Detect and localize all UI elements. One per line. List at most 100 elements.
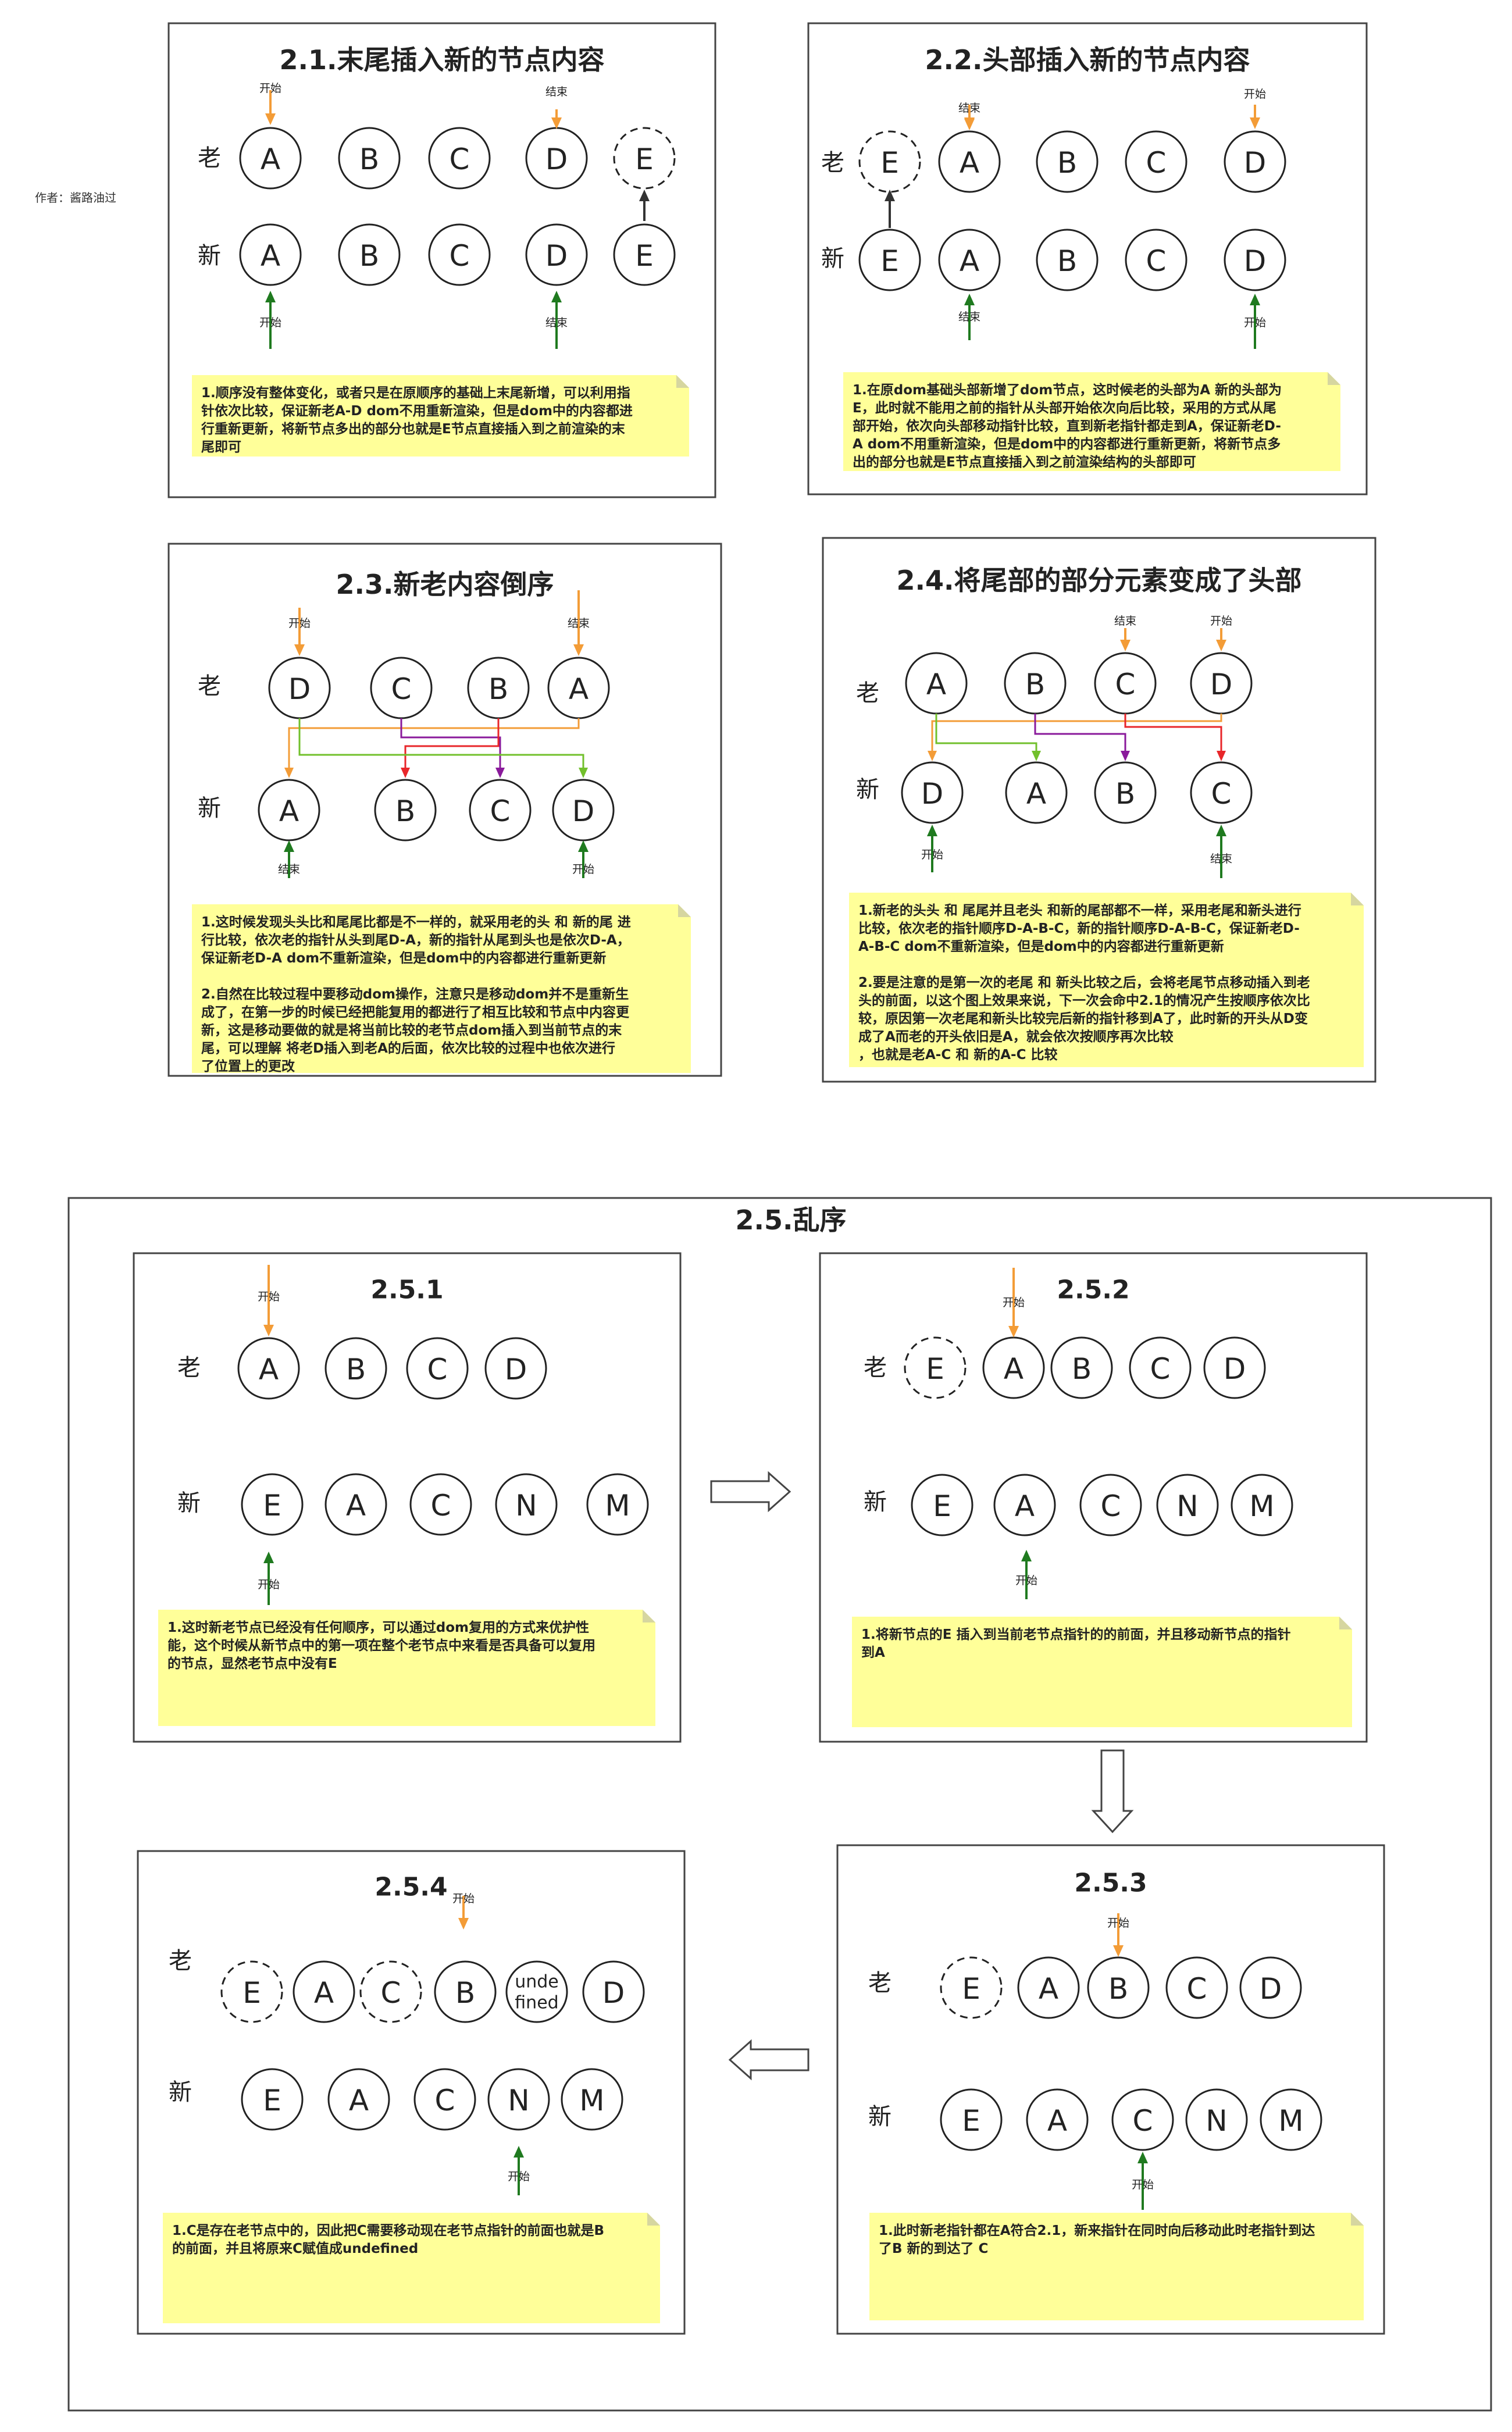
pointer-label: 结束 xyxy=(958,311,980,323)
node-circle xyxy=(561,2068,623,2131)
row-label-new: 新 xyxy=(198,243,221,269)
connector-head xyxy=(928,751,937,761)
start-pointer: 开始 xyxy=(1003,1268,1025,1338)
pointer-label: 开始 xyxy=(288,617,311,630)
connector-line xyxy=(400,718,501,769)
node-circle xyxy=(428,223,491,286)
note-line: 1.在原dom基础头部新增了dom节点，这时候老的头部为A 新的头部为 xyxy=(853,382,1282,398)
old-node: D xyxy=(1224,130,1286,193)
start-pointer: 开始 xyxy=(572,840,594,878)
node-circle xyxy=(220,1960,283,2023)
pointer-label: 开始 xyxy=(1244,316,1266,329)
connector-line xyxy=(935,714,1037,752)
note-line: 1.顺序没有整体变化，或者只是在原顺序的基础上末尾新增，可以利用指 xyxy=(201,385,630,401)
sub-panel-title: 2.5.2 xyxy=(1057,1275,1129,1305)
pointer-head xyxy=(964,294,975,305)
node-label: D xyxy=(545,142,568,176)
pointer-label: 开始 xyxy=(258,1290,280,1303)
pointer-head xyxy=(458,1918,469,1930)
node-circle xyxy=(237,1337,300,1400)
note-background xyxy=(192,375,689,457)
move-connector xyxy=(284,718,580,778)
node-circle xyxy=(582,1960,645,2023)
new-node: C xyxy=(413,2068,476,2131)
note-fold xyxy=(643,1610,655,1622)
pointer-head xyxy=(1021,1550,1032,1561)
pointer-head xyxy=(263,1552,274,1563)
pointer-head xyxy=(639,190,650,201)
node-circle xyxy=(338,223,401,286)
move-connector xyxy=(935,714,1041,761)
node-circle xyxy=(374,779,437,841)
flow-arrow-left xyxy=(728,2039,810,2081)
row-label-new: 新 xyxy=(177,1490,201,1517)
node-label: C xyxy=(1146,146,1167,180)
row-label-old: 老 xyxy=(198,673,221,700)
pointer-label: 结束 xyxy=(545,85,568,98)
node-circle xyxy=(324,1337,387,1400)
note-line: 行比较，依次老的指针从头到尾D-A，新的指针从尾到头也是依次D-A， xyxy=(201,932,630,948)
note-fold xyxy=(1328,372,1340,385)
node-label: N xyxy=(508,2084,529,2117)
note-line: 1.新老的头头 和 尾尾并且老头 和新的尾部都不一样，采用老尾和新头进行 xyxy=(858,903,1301,918)
node-label: E xyxy=(635,239,654,273)
new-node: C xyxy=(1125,229,1188,291)
node-circle xyxy=(406,1337,469,1400)
node-label: D xyxy=(288,672,311,706)
pointer-label: 开始 xyxy=(921,848,943,861)
note-line: 1.这时候发现头头比和尾尾比都是不一样的，就采用老的头 和 新的尾 进 xyxy=(201,914,631,930)
new-node: E xyxy=(911,1474,973,1536)
new-node: A xyxy=(993,1474,1056,1536)
connector-head xyxy=(284,768,294,778)
pointer-head xyxy=(551,117,562,129)
connector-line xyxy=(1034,714,1126,752)
node-label: A xyxy=(960,244,979,278)
connector-line xyxy=(298,718,584,769)
node-circle xyxy=(1087,1956,1150,2019)
connector-head xyxy=(1032,751,1041,761)
pointer-label: 结束 xyxy=(278,863,300,876)
old-node: A xyxy=(938,130,1001,193)
node-circle xyxy=(1231,1474,1293,1536)
node-label: M xyxy=(579,2084,604,2117)
pointer-label: 开始 xyxy=(508,2170,530,2183)
node-label: B xyxy=(346,1353,366,1386)
note-line: 1.C是存在老节点中的，因此把C需要移动现在老节点指针的前面也就是B xyxy=(172,2223,604,2238)
node-label: unde xyxy=(515,1972,559,1992)
node-circle xyxy=(1005,761,1068,824)
new-node: E xyxy=(940,2088,1003,2151)
pointer-head xyxy=(265,291,276,302)
old-node: B xyxy=(1050,1336,1113,1399)
note-line: ，也就是老A-C 和 新的A-C 比较 xyxy=(858,1047,1057,1062)
end-pointer: 结束 xyxy=(958,294,980,340)
start-pointer: 开始 xyxy=(1132,2152,1154,2210)
start-pointer: 开始 xyxy=(1244,294,1266,349)
node-label: D xyxy=(1210,668,1233,701)
new-node: C xyxy=(1190,761,1253,824)
node-circle xyxy=(1050,1336,1113,1399)
pointer-label: 开始 xyxy=(1210,615,1232,627)
old-node: E xyxy=(940,1956,1003,2019)
node-label: D xyxy=(1260,1972,1282,2006)
node-label: A xyxy=(1026,777,1046,811)
node-label: C xyxy=(391,672,412,706)
pointer-head xyxy=(294,644,305,656)
connector-head xyxy=(1217,751,1226,761)
node-circle xyxy=(940,2088,1003,2151)
pointer-head xyxy=(927,825,937,836)
note-2-1: 1.顺序没有整体变化，或者只是在原顺序的基础上末尾新增，可以利用指针依次比较，保… xyxy=(192,375,689,457)
node-circle xyxy=(428,127,491,190)
note-line: 行重新更新，将新节点多出的部分也就是E节点直接插入到之前渲染的末 xyxy=(201,421,626,437)
new-node: E xyxy=(241,2068,304,2131)
move-connector xyxy=(1124,714,1226,761)
node-label: C xyxy=(435,2084,455,2117)
node-label: A xyxy=(926,668,946,701)
new-node: C xyxy=(409,1473,472,1536)
node-circle xyxy=(484,1337,547,1400)
new-node: B xyxy=(374,779,437,841)
start-pointer: 开始 xyxy=(258,1552,280,1605)
node-label: A xyxy=(1039,1972,1058,2006)
connector-head xyxy=(495,768,505,778)
row-label-new: 新 xyxy=(864,1489,887,1515)
